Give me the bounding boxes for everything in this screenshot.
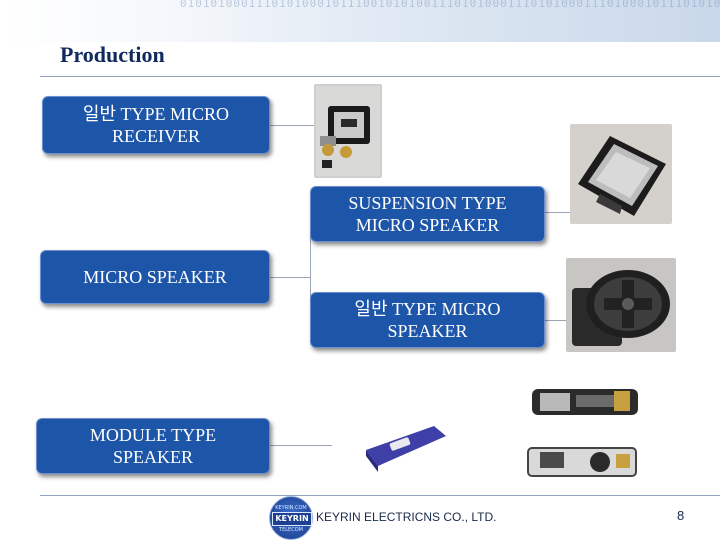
logo-main-text: KEYRIN bbox=[272, 512, 312, 526]
receiver-box[interactable]: 일반 TYPE MICRO RECEIVER bbox=[42, 96, 270, 154]
micro-speaker-box[interactable]: MICRO SPEAKER bbox=[40, 250, 270, 304]
connector-module bbox=[270, 445, 332, 446]
company-logo: KEYRIN.COM KEYRIN TELECOM bbox=[269, 496, 313, 540]
logo-top-text: KEYRIN.COM bbox=[270, 505, 312, 511]
general-speaker-photo bbox=[566, 258, 676, 352]
page-title: Production bbox=[60, 42, 165, 68]
connector-receiver bbox=[270, 125, 314, 126]
footer-rule bbox=[40, 495, 720, 496]
receiver-photo bbox=[314, 84, 382, 178]
module-assembly-photo-1 bbox=[522, 375, 646, 425]
micro-speaker-box-label: MICRO SPEAKER bbox=[83, 266, 227, 288]
suspension-speaker-box[interactable]: SUSPENSION TYPE MICRO SPEAKER bbox=[310, 186, 545, 242]
connector-suspension bbox=[545, 212, 570, 213]
binary-pattern: 0101010001110101000101110010101001110101… bbox=[180, 0, 720, 9]
suspension-speaker-box-label: SUSPENSION TYPE MICRO SPEAKER bbox=[348, 192, 506, 236]
title-rule bbox=[40, 76, 720, 77]
module-speaker-box-label: MODULE TYPE SPEAKER bbox=[90, 424, 216, 468]
module-assembly-photo-2 bbox=[520, 430, 644, 486]
page-number: 8 bbox=[677, 508, 684, 523]
company-name: KEYRIN ELECTRICNS CO., LTD. bbox=[316, 510, 496, 524]
header-band: 0101010001110101000101110010101001110101… bbox=[0, 0, 720, 42]
general-speaker-box[interactable]: 일반 TYPE MICRO SPEAKER bbox=[310, 292, 545, 348]
logo-bottom-text: TELECOM bbox=[270, 527, 312, 533]
receiver-box-label: 일반 TYPE MICRO RECEIVER bbox=[83, 103, 229, 147]
module-speaker-box[interactable]: MODULE TYPE SPEAKER bbox=[36, 418, 270, 474]
module-speaker-photo bbox=[360, 420, 450, 474]
suspension-speaker-photo bbox=[570, 124, 672, 224]
connector-micro-speaker bbox=[270, 277, 310, 278]
general-speaker-box-label: 일반 TYPE MICRO SPEAKER bbox=[354, 298, 500, 342]
connector-general bbox=[545, 320, 566, 321]
